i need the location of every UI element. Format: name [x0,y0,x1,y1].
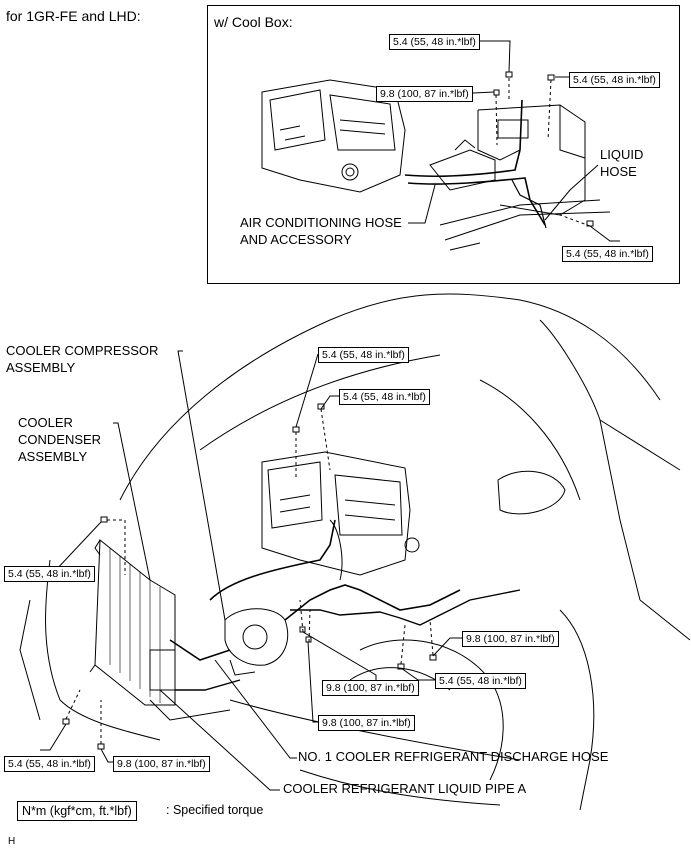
torque-box-5: 9.8 (100, 87 in.*lbf) [322,680,419,696]
inset-torque-top: 5.4 (55, 48 in.*lbf) [389,34,480,50]
condenser-label: COOLER CONDENSER ASSEMBLY [18,415,102,464]
footer-code: H [8,836,16,847]
torque-box-3: 5.4 (55, 48 in.*lbf) [4,566,95,582]
torque-box-4: 9.8 (100, 87 in.*lbf) [462,631,559,647]
torque-box-1: 5.4 (55, 48 in.*lbf) [318,347,409,363]
condition-heading: for 1GR-FE and LHD: [6,8,141,24]
ac-hose-label: AIR CONDITIONING HOSE AND ACCESSORY [240,215,402,247]
torque-box-9: 9.8 (100, 87 in.*lbf) [113,756,210,772]
torque-box-6: 5.4 (55, 48 in.*lbf) [435,673,526,689]
inset-torque-middle: 9.8 (100, 87 in.*lbf) [376,86,473,102]
legend-description: : Specified torque [166,803,264,817]
torque-box-2: 5.4 (55, 48 in.*lbf) [339,389,430,405]
compressor-label: COOLER COMPRESSOR ASSEMBLY [6,343,159,375]
cool-box-inset [207,5,680,284]
torque-unit-legend: N*m (kgf*cm, ft.*lbf) [17,801,137,821]
liquid-pipe-label: COOLER REFRIGERANT LIQUID PIPE A [283,781,527,796]
torque-box-8: 5.4 (55, 48 in.*lbf) [4,756,95,772]
inset-torque-bottom: 5.4 (55, 48 in.*lbf) [562,246,653,262]
liquid-hose-label: LIQUID HOSE [600,147,644,179]
torque-box-7: 9.8 (100, 87 in.*lbf) [318,715,415,731]
inset-title: w/ Cool Box: [214,14,293,30]
inset-torque-right: 5.4 (55, 48 in.*lbf) [569,72,660,88]
discharge-hose-label: NO. 1 COOLER REFRIGERANT DISCHARGE HOSE [298,749,609,764]
